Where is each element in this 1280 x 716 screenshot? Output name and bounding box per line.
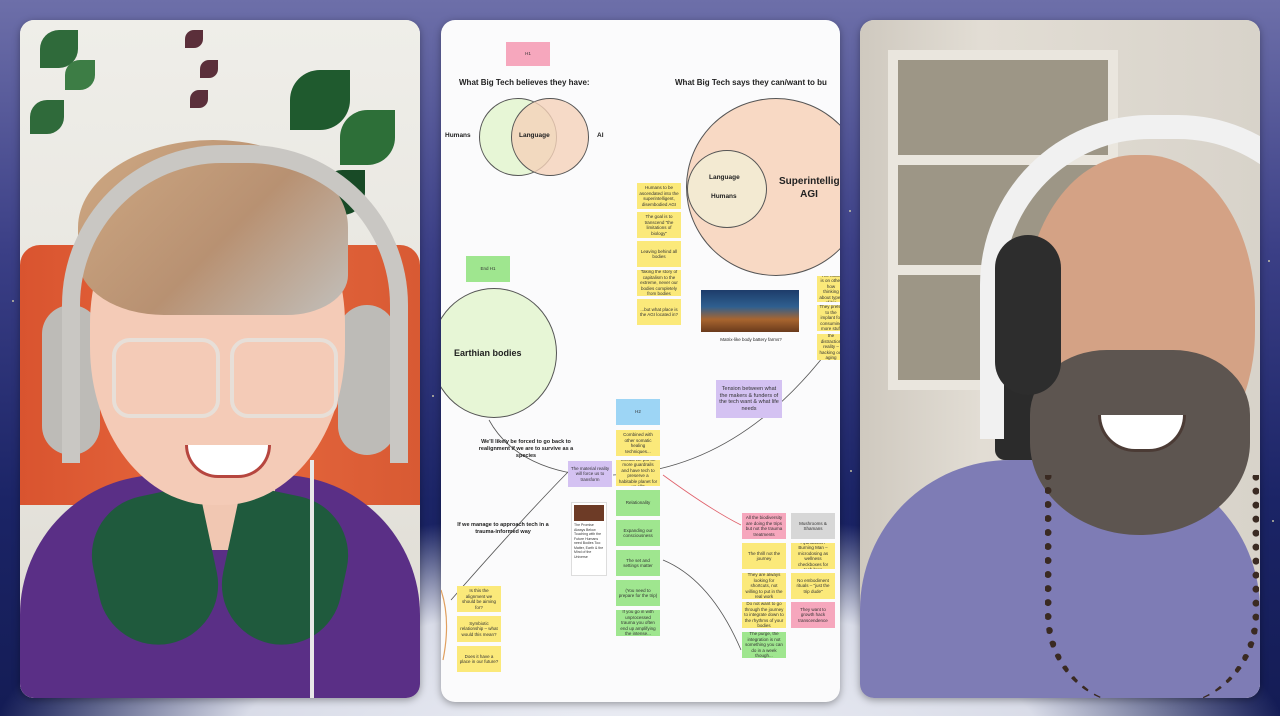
sticky-note[interactable]: Does it have a place in our future?: [457, 646, 501, 672]
sticky-note[interactable]: Is this the alignment we should be aimin…: [457, 586, 501, 612]
plant-leaf: [30, 100, 64, 134]
star: [850, 470, 852, 472]
sticky-note[interactable]: Should we put on more guardrails and hav…: [616, 460, 660, 486]
sticky-note[interactable]: Mushrooms & Shamans: [791, 513, 835, 539]
tag-h1[interactable]: H1: [506, 42, 550, 66]
matrix-image[interactable]: [701, 290, 799, 332]
participant-video-left[interactable]: [20, 20, 420, 698]
sticky-note[interactable]: Relationality: [616, 490, 660, 516]
sticky-note[interactable]: (You need to prepare for the trip): [616, 580, 660, 606]
material-note[interactable]: The material reality will force us to tr…: [568, 461, 612, 487]
sticky-note[interactable]: If you go in with unprocessed trauma you…: [616, 610, 660, 636]
image-caption: Matrix-like body battery farms?: [720, 337, 782, 342]
sticky-note[interactable]: They prefer to the implant for consuming…: [817, 305, 840, 331]
plant-leaf: [65, 60, 95, 90]
sticky-note[interactable]: Expanding our consciousness: [616, 520, 660, 546]
agi-inner-humans: Humans: [711, 193, 737, 200]
venn-circle-ai: [511, 98, 589, 176]
forced-text: We'll likely be forced to go back to rea…: [478, 439, 574, 459]
sticky-note[interactable]: The goal is to transcend "the limitation…: [637, 212, 681, 238]
sticky-note[interactable]: Do not want to go through the journey to…: [742, 602, 786, 628]
sticky-note[interactable]: Leaving behind all bodies: [637, 241, 681, 267]
heading-left: What Big Tech believes they have:: [459, 78, 590, 87]
venn-label-language: Language: [519, 132, 550, 139]
sticky-note[interactable]: The focus is on other how thinking about…: [817, 276, 840, 302]
glasses: [112, 338, 220, 418]
sticky-note[interactable]: the distraction reality – hacking out ag…: [817, 334, 840, 360]
star: [849, 210, 851, 212]
plant-leaf: [190, 90, 208, 108]
sticky-note[interactable]: The set and settings matter: [616, 550, 660, 576]
document-title: The Promise Always Below Touching with t…: [574, 523, 604, 559]
bead-necklace: [1045, 475, 1259, 698]
sticky-note[interactable]: The purge, the integration is not someth…: [742, 632, 786, 658]
venn-label-humans: Humans: [445, 132, 471, 139]
agi-title: Superintellig AGI: [779, 176, 840, 200]
tension-note[interactable]: Tension between what the makers & funder…: [716, 380, 782, 418]
plant-leaf: [200, 60, 218, 78]
earthian-label: Earthian bodies: [454, 348, 522, 358]
heading-right: What Big Tech says they can/want to bu: [675, 78, 827, 87]
tag-end-h1[interactable]: End H1: [466, 256, 510, 282]
star: [1268, 260, 1270, 262]
sticky-note[interactable]: They want to growth hack transcendence: [791, 602, 835, 628]
sticky-note[interactable]: The thrill not the journey: [742, 543, 786, 569]
sticky-note[interactable]: They are always looking for shortcuts, n…: [742, 573, 786, 599]
agi-inner-language: Language: [709, 174, 740, 181]
plant-leaf: [340, 110, 395, 165]
trauma-text: If we manage to approach tech in a traum…: [457, 522, 549, 535]
sticky-note[interactable]: All the biodiversity are doing the trips…: [742, 513, 786, 539]
star: [12, 300, 14, 302]
plant-leaf: [290, 70, 350, 130]
headphone-band: [62, 145, 408, 463]
agi-inner-circle: [687, 150, 767, 228]
sticky-note[interactable]: No embodiment rituals – "just the trip d…: [791, 573, 835, 599]
sticky-note[interactable]: ...but what place is the AGI located in?: [637, 299, 681, 325]
earthian-circle: [441, 288, 557, 418]
star: [432, 395, 434, 397]
tag-h2[interactable]: H2: [616, 399, 660, 425]
participant-video-right[interactable]: [860, 20, 1260, 698]
plant-leaf: [185, 30, 203, 48]
glasses: [230, 338, 338, 418]
headphone-wire: [310, 460, 314, 698]
document-card[interactable]: The Promise Always Below Touching with t…: [571, 502, 607, 576]
document-thumbnail: [574, 505, 604, 521]
star: [1272, 520, 1274, 522]
shared-whiteboard[interactable]: H1 What Big Tech believes they have: Wha…: [441, 20, 840, 702]
sticky-note[interactable]: Taking the story of capitalism to the ex…: [637, 270, 681, 296]
sticky-note[interactable]: Combined with other somatic healing tech…: [616, 430, 660, 456]
sticky-note[interactable]: Humans to be ascendated into the superin…: [637, 183, 681, 209]
sticky-note[interactable]: Symbiotic relationship – what would this…: [457, 616, 501, 642]
headphone-cup: [995, 235, 1061, 395]
venn-label-ai: AI: [597, 132, 604, 139]
sticky-note[interactable]: Ayahuasca / Burning Man – microdosing as…: [791, 543, 835, 569]
